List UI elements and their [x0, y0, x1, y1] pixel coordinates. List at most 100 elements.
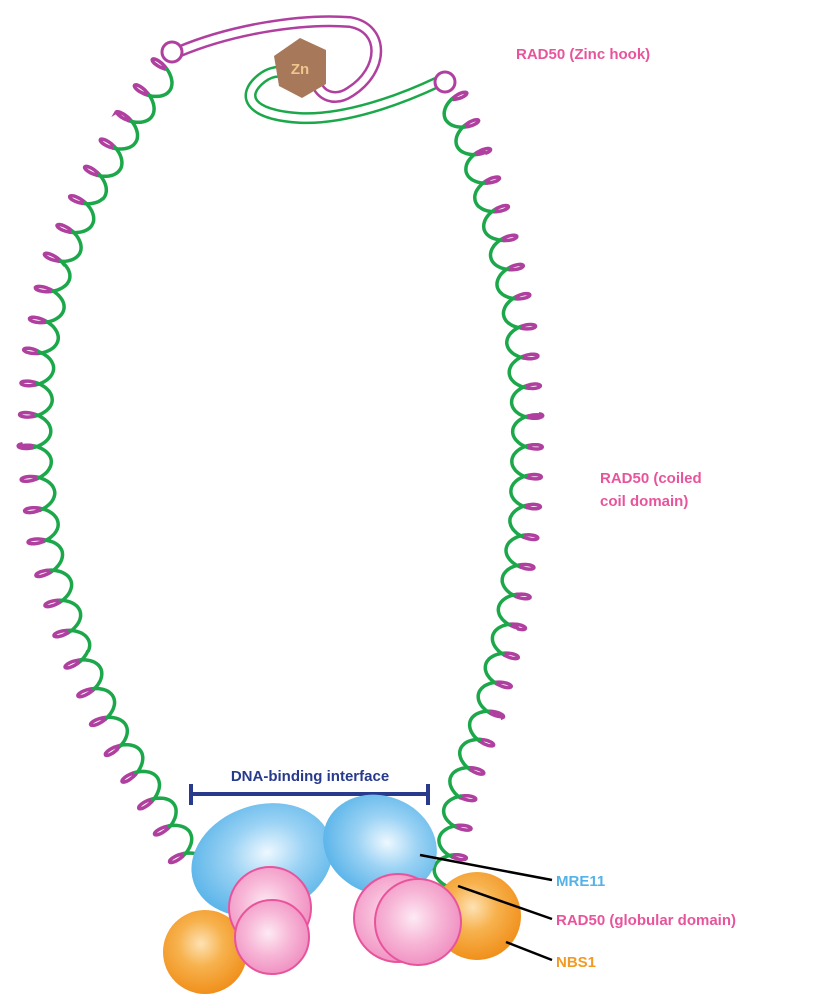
coil-segment [21, 381, 37, 386]
coil-segment [466, 154, 487, 183]
coil-segment [45, 600, 60, 606]
coil-segment [521, 354, 538, 359]
coil-segment [70, 196, 86, 204]
coil-segment [456, 126, 477, 155]
coil-segment [450, 768, 469, 798]
coil-segment [129, 95, 154, 122]
coil-segment [512, 387, 528, 418]
coil-segment [444, 99, 466, 127]
coil-segment [494, 206, 509, 212]
coil-segment [520, 325, 535, 329]
coil-segment [134, 85, 149, 95]
coil-segment [510, 506, 524, 537]
coil-segment [116, 111, 131, 121]
coil-segment [495, 682, 511, 688]
coil-segment [469, 768, 484, 775]
coil-segment [122, 773, 135, 783]
zinc-hook-left-knob [162, 42, 182, 62]
coil-segment [515, 594, 530, 599]
coil-segment [526, 475, 541, 479]
coil-segment [513, 417, 529, 448]
coil-segment [18, 444, 34, 448]
coil-segment [525, 384, 541, 389]
coil-segment [24, 348, 39, 353]
coil-segment [60, 600, 80, 633]
coil-segment [444, 796, 461, 828]
coil-segment [512, 446, 527, 477]
coil-segment [501, 235, 517, 240]
coil-segment [508, 264, 523, 269]
coil-segment [511, 476, 527, 508]
mre11-label: MRE11 [556, 873, 605, 890]
coil-segment [59, 232, 81, 262]
coil-segment [42, 509, 58, 542]
coil-segment [492, 624, 509, 655]
coil-segment [489, 711, 504, 718]
coil-segment [70, 630, 90, 662]
zinc-hook-label: RAD50 (Zinc hook) [516, 46, 650, 63]
coil-segment [484, 177, 499, 183]
coil-segment [113, 121, 138, 149]
coil-segment [485, 653, 503, 684]
coil-segment [54, 630, 70, 636]
coil-segment [523, 535, 538, 540]
coil-segment [155, 826, 170, 835]
coil-segment [518, 565, 534, 570]
coil-segment [78, 689, 94, 697]
coil-segment [470, 711, 489, 741]
coil-segment [526, 445, 542, 449]
coil-segment [524, 504, 540, 508]
coil-segment [21, 477, 38, 482]
coil-segment [491, 240, 510, 270]
rad50-globular-right-front [375, 879, 461, 965]
coil-segment [65, 660, 80, 668]
coil-segment [44, 253, 60, 261]
coil-segment [20, 413, 37, 418]
coil-segment [69, 203, 93, 233]
coil-segment [439, 826, 455, 857]
rad50-globular-label: RAD50 (globular domain) [556, 912, 736, 929]
coiled-coil-label-line1: RAD50 (coiled [600, 470, 702, 487]
coil-segment [38, 322, 58, 354]
zinc-label: Zn [291, 61, 309, 78]
nbs1-leader-line [506, 942, 552, 960]
coil-segment [25, 508, 42, 513]
coil-segment [455, 825, 471, 830]
coil-segment [139, 799, 153, 809]
coil-segment [464, 120, 479, 127]
coiled-coil-label-line2: coil domain) [600, 493, 688, 510]
coil-segment [51, 570, 72, 602]
rad50-coiled-coil-left [18, 59, 207, 883]
coil-segment [91, 717, 107, 725]
coil-segment [451, 92, 466, 99]
coil-segment [170, 853, 185, 862]
coil-segment [503, 653, 518, 659]
coil-segment [503, 298, 521, 328]
dna-binding-interface-label: DNA-binding interface [231, 768, 389, 785]
coil-segment [34, 383, 52, 416]
coil-segment [509, 357, 526, 388]
coil-segment [526, 414, 543, 418]
coil-segment [30, 317, 48, 322]
coil-segment [507, 327, 523, 358]
rad50-coiled-coil-right [434, 92, 543, 886]
nbs1-label: NBS1 [556, 954, 596, 971]
coil-segment [82, 175, 106, 204]
coil-segment [484, 210, 504, 240]
rad50-globular-left-front [235, 900, 309, 974]
coil-segment [509, 624, 525, 630]
coil-segment [46, 540, 63, 572]
coil-segment [474, 149, 490, 155]
coil-segment [38, 477, 54, 510]
coil-segment [81, 660, 102, 690]
coil-segment [97, 147, 122, 176]
coil-segment [480, 739, 494, 746]
coil-segment [478, 682, 495, 713]
coil-segment [451, 855, 466, 860]
zinc-hook-right-knob [435, 72, 455, 92]
coil-segment [57, 225, 73, 233]
coil-segment [35, 446, 52, 479]
coil-segment [51, 261, 70, 292]
coil-segment [502, 565, 518, 596]
